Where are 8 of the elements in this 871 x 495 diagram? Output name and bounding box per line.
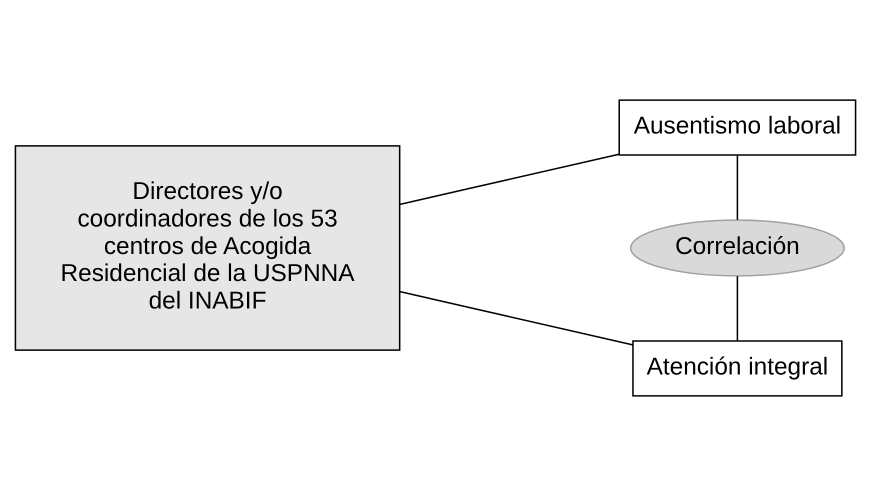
connector bbox=[400, 153, 620, 205]
connector bbox=[736, 155, 738, 220]
node-ellipse: Correlación bbox=[630, 218, 845, 276]
connector bbox=[736, 276, 738, 340]
connector bbox=[400, 290, 633, 346]
node-box: Directores y/o coordinadores de los 53 centros de Acogida Residencial de la USPNNA del INABIF bbox=[14, 144, 400, 350]
node-box: Ausentismo laboral bbox=[618, 98, 856, 156]
node-box: Atención integral bbox=[632, 340, 843, 396]
